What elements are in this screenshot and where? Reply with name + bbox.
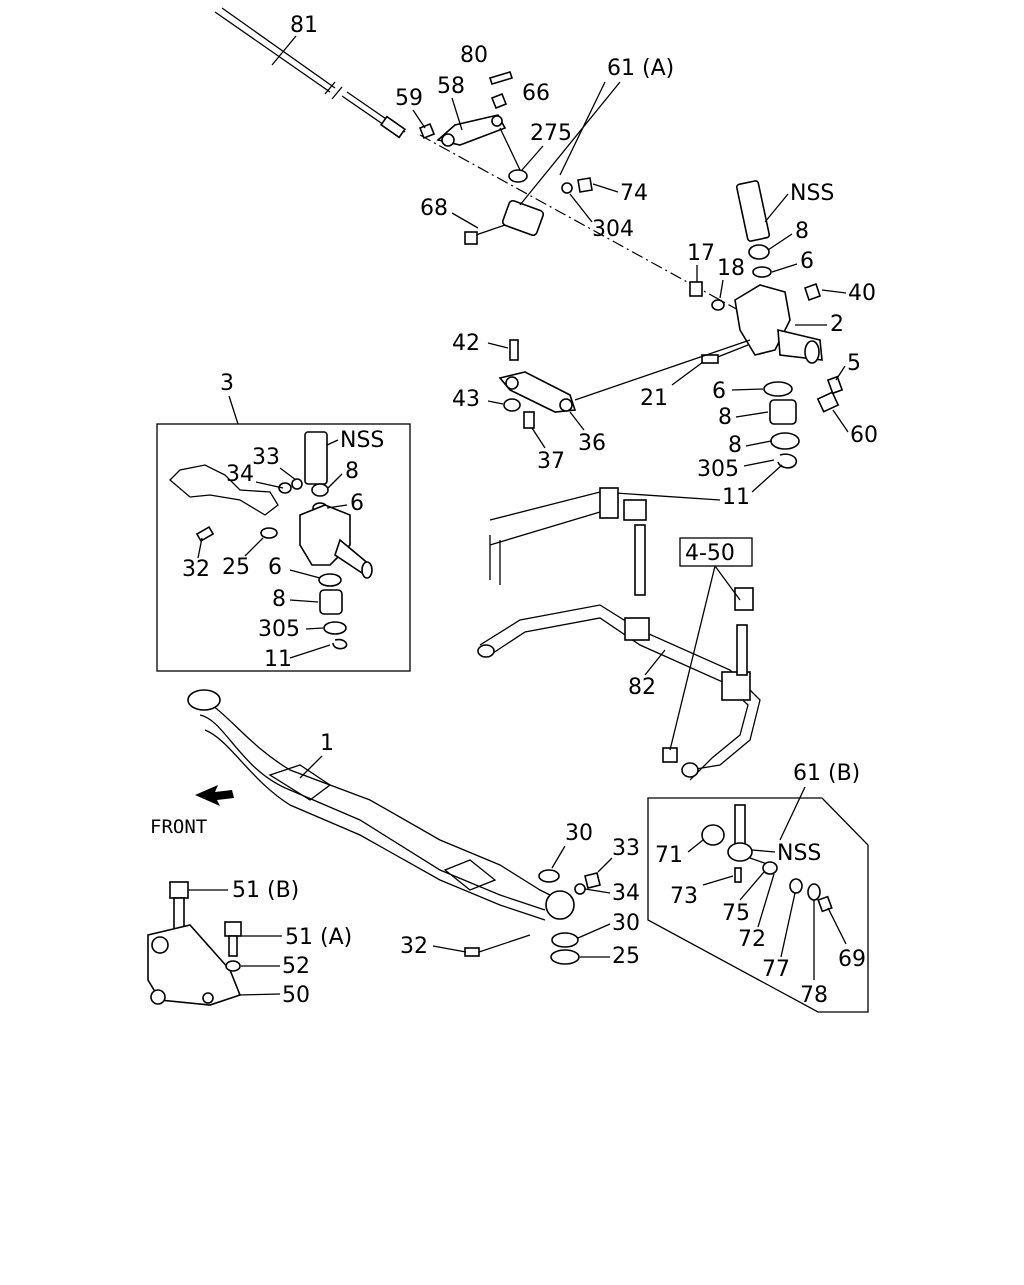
label-60: 60	[850, 423, 878, 448]
label-50: 50	[282, 983, 310, 1008]
label-32a: 32	[182, 557, 210, 582]
label-6b: 6	[712, 379, 726, 404]
label-71: 71	[655, 843, 683, 868]
label-75: 75	[722, 901, 750, 926]
label-61b: 61 (B)	[793, 761, 860, 786]
label-3: 3	[220, 371, 234, 396]
label-18: 18	[717, 256, 745, 281]
label-43: 43	[452, 387, 480, 412]
tie-rod-end-61b	[701, 804, 833, 913]
label-34b: 34	[612, 881, 640, 906]
label-305b: 305	[258, 617, 300, 642]
label-5: 5	[847, 351, 861, 376]
label-73: 73	[670, 884, 698, 909]
label-33b: 33	[612, 836, 640, 861]
label-51a: 51 (A)	[285, 925, 352, 950]
steering-knuckle-2	[689, 180, 844, 469]
label-nss-1: NSS	[790, 181, 834, 206]
label-68: 68	[420, 196, 448, 221]
detail-box-61b	[647, 797, 869, 1013]
label-8b: 8	[718, 405, 732, 430]
label-front: FRONT	[150, 816, 207, 838]
label-25b: 25	[612, 944, 640, 969]
detail-box-3	[156, 423, 411, 672]
label-36: 36	[578, 431, 606, 456]
label-77: 77	[762, 957, 790, 982]
clamp-68	[464, 177, 593, 245]
label-58: 58	[437, 74, 465, 99]
label-8c: 8	[728, 433, 742, 458]
label-nss-3: NSS	[777, 841, 821, 866]
assembly-ref-box-4-50	[679, 537, 753, 567]
label-34a: 34	[226, 462, 254, 487]
label-72: 72	[738, 927, 766, 952]
label-69: 69	[838, 947, 866, 972]
label-52: 52	[282, 954, 310, 979]
axle-beam-1	[187, 689, 575, 921]
label-305a: 305	[697, 457, 739, 482]
label-8d: 8	[345, 459, 359, 484]
knuckle-axis-line	[419, 134, 761, 323]
bracket-50	[147, 881, 242, 1006]
label-81: 81	[290, 13, 318, 38]
label-6d: 6	[268, 555, 282, 580]
label-8e: 8	[272, 587, 286, 612]
stabilizer-bar-82	[477, 487, 761, 781]
knuckle-arm-36	[498, 339, 751, 429]
callout-labels: 81 80 61 (A) 59 58 66 275 74 68 304 NSS …	[150, 13, 878, 1008]
label-61a: 61 (A)	[607, 56, 674, 81]
label-304: 304	[592, 217, 634, 242]
label-40: 40	[848, 281, 876, 306]
label-17: 17	[687, 241, 715, 266]
label-78: 78	[800, 983, 828, 1008]
label-21: 21	[640, 386, 668, 411]
label-33a: 33	[252, 445, 280, 470]
label-30b: 30	[612, 911, 640, 936]
label-82: 82	[628, 675, 656, 700]
label-8a: 8	[795, 219, 809, 244]
label-37: 37	[537, 449, 565, 474]
label-11a: 11	[722, 485, 750, 510]
label-25a: 25	[222, 555, 250, 580]
label-6a: 6	[800, 249, 814, 274]
label-11b: 11	[264, 647, 292, 672]
front-direction-arrow-icon	[195, 785, 234, 806]
detail-knuckle-3	[169, 431, 373, 650]
label-66: 66	[522, 81, 550, 106]
label-51b: 51 (B)	[232, 878, 299, 903]
label-nss-2: NSS	[340, 428, 384, 453]
label-59: 59	[395, 86, 423, 111]
label-80: 80	[460, 43, 488, 68]
label-74: 74	[620, 181, 648, 206]
label-275: 275	[530, 121, 572, 146]
label-2: 2	[830, 312, 844, 337]
drag-link-81	[214, 7, 406, 139]
label-6c: 6	[350, 491, 364, 516]
pitman-arm-58	[418, 71, 528, 183]
label-1: 1	[320, 731, 334, 756]
label-4-50: 4-50	[685, 541, 735, 566]
label-42: 42	[452, 331, 480, 356]
label-30a: 30	[565, 821, 593, 846]
label-32b: 32	[400, 934, 428, 959]
